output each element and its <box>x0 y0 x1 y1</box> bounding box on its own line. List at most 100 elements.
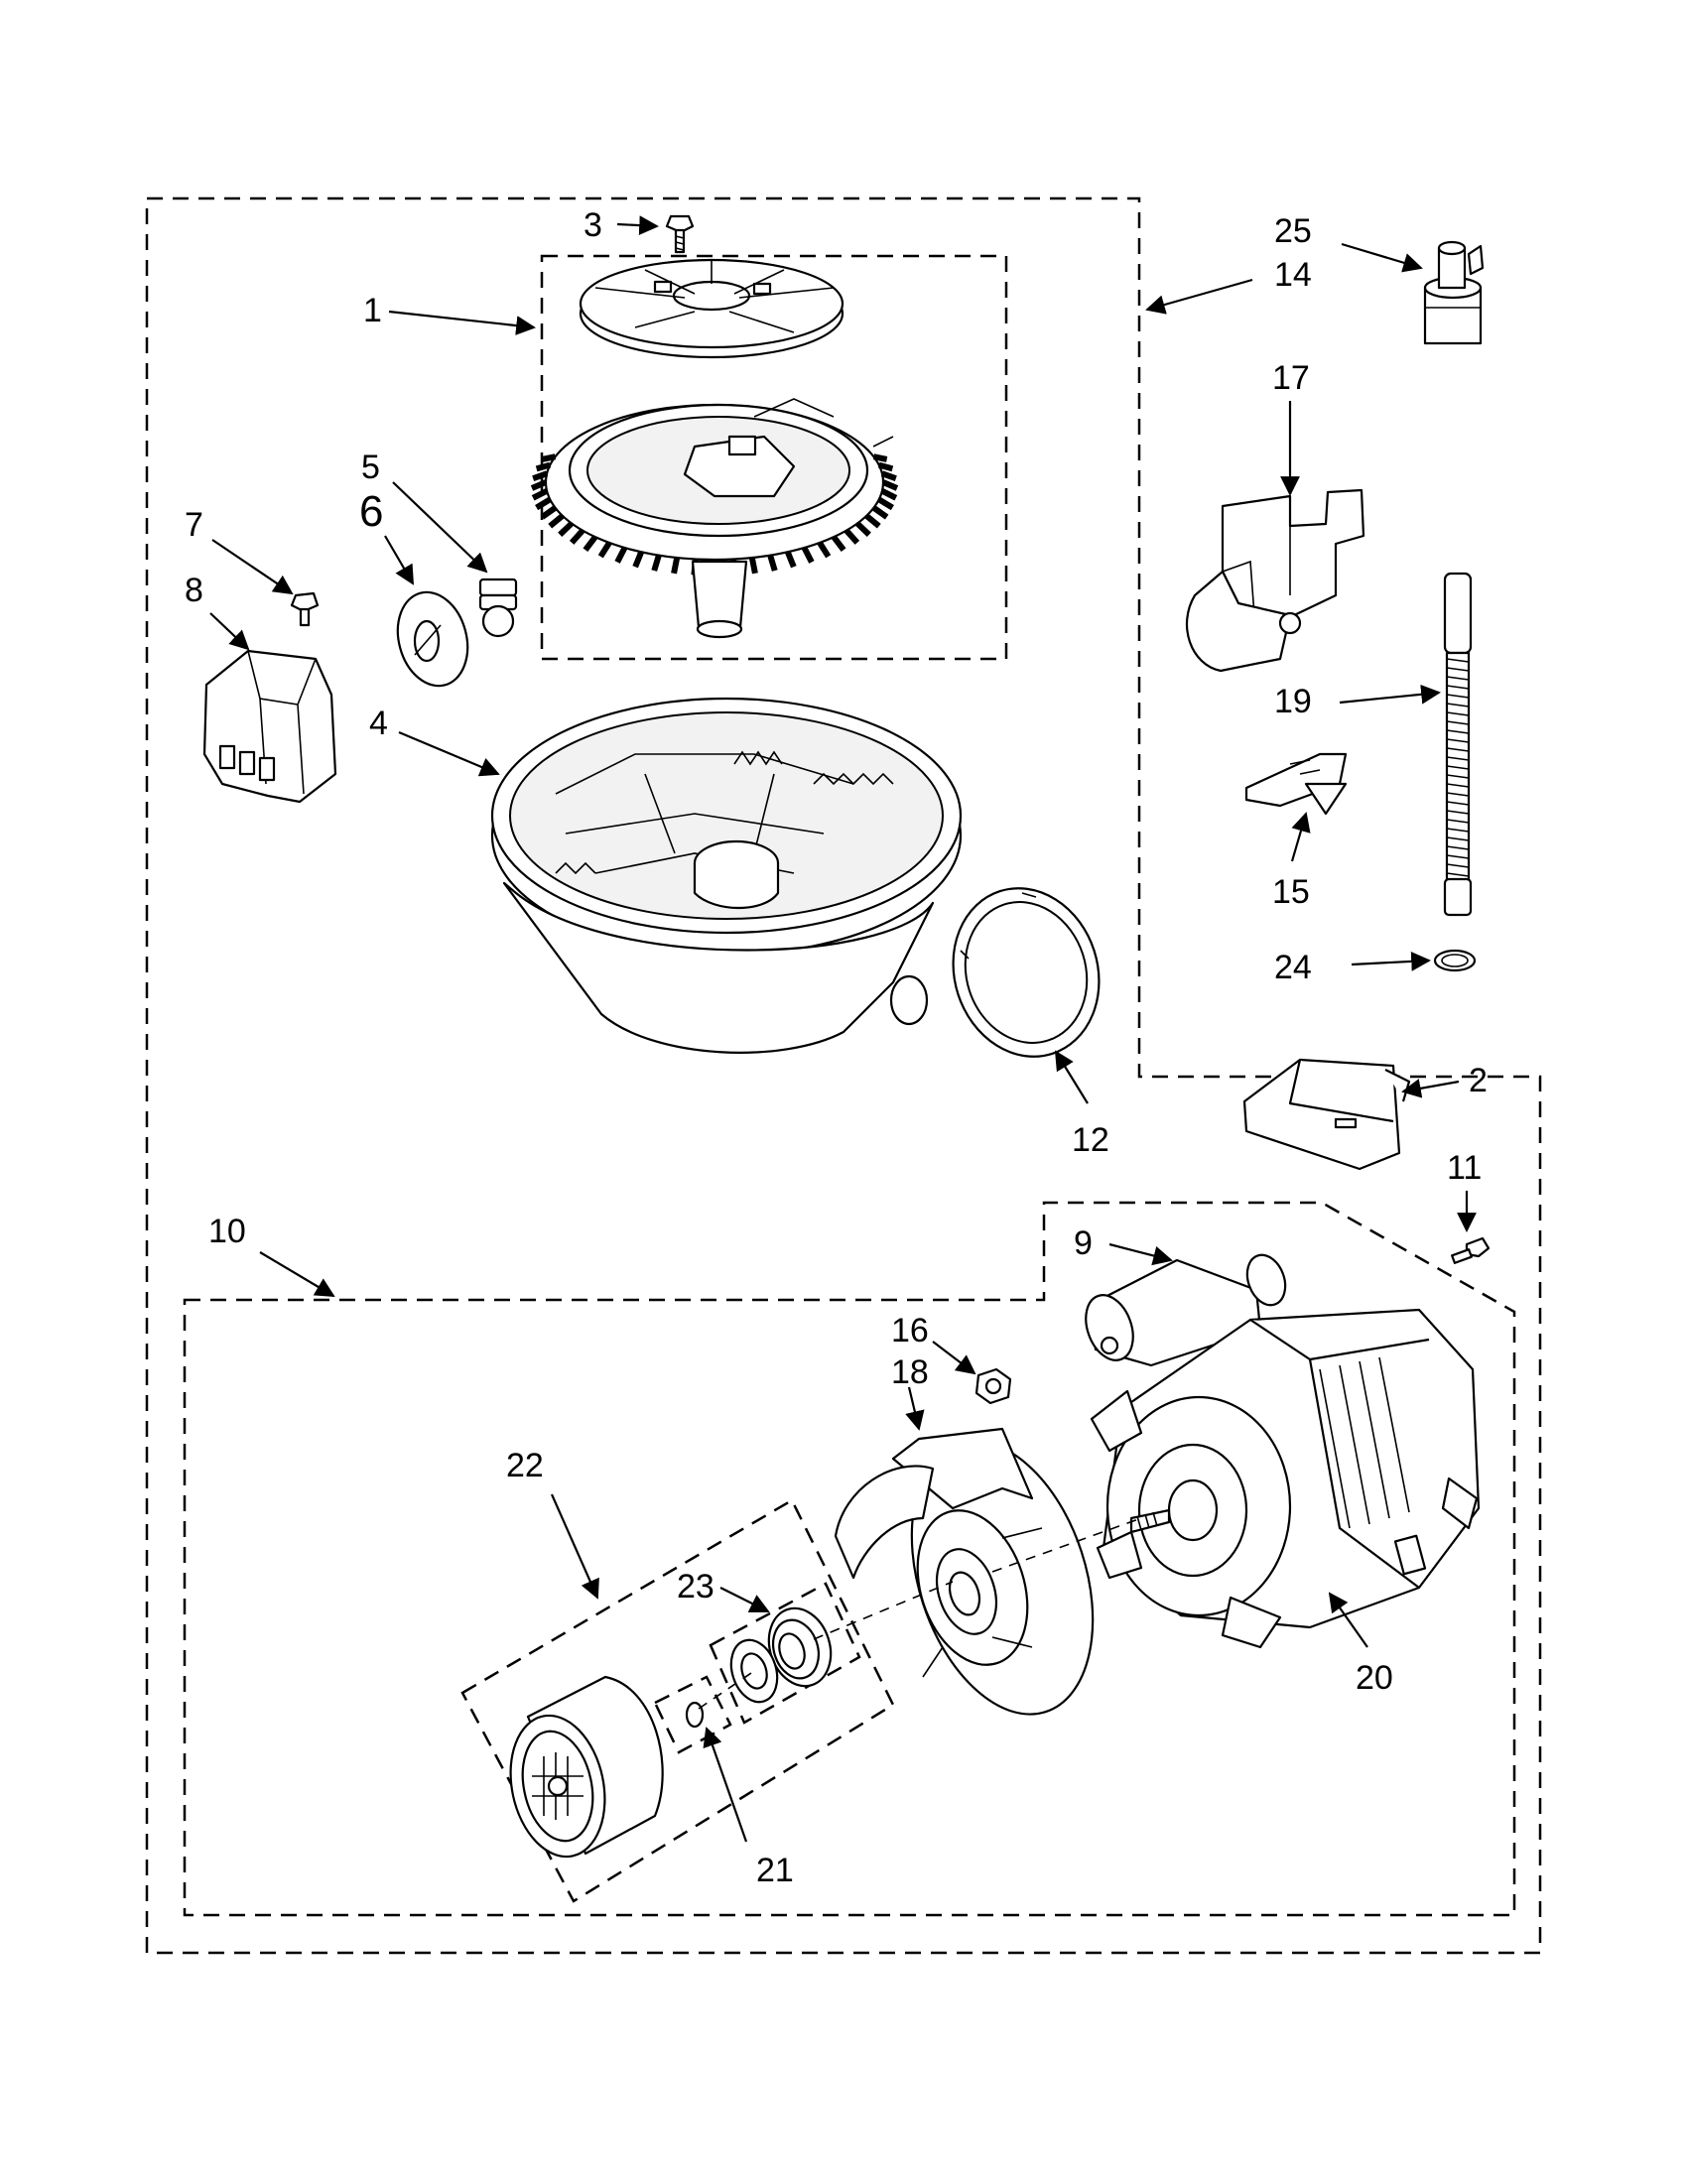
arrow-1 <box>388 310 536 335</box>
hose-rib <box>1446 756 1470 761</box>
arrow-8 <box>209 612 250 651</box>
part-24-clamp <box>1433 949 1477 972</box>
hose-rib <box>1446 667 1470 672</box>
arrow-5 <box>392 481 488 574</box>
housing-tooth <box>530 479 548 491</box>
hose-rib <box>1446 828 1470 833</box>
callout-2: 2 <box>1469 1062 1488 1099</box>
housing-tooth <box>532 470 549 481</box>
part-5-clip <box>478 578 518 638</box>
hose-rib <box>1446 676 1470 681</box>
hose-rib <box>1446 774 1470 779</box>
group-box-22 <box>460 1498 895 1903</box>
hose-rib <box>1446 801 1470 806</box>
callout-11: 11 <box>1447 1149 1482 1187</box>
housing-tooth <box>548 513 565 529</box>
housing-tooth <box>583 535 598 553</box>
housing-tooth <box>877 496 894 511</box>
part-8-bracket <box>202 649 337 804</box>
hose-rib <box>1446 711 1470 716</box>
hose-rib <box>1446 854 1470 859</box>
part-4-sump-housing <box>490 697 963 1054</box>
callout-17: 17 <box>1272 359 1310 397</box>
housing-tooth <box>540 505 558 520</box>
housing-tooth <box>831 535 846 553</box>
housing-tooth <box>880 488 898 501</box>
callout-23: 23 <box>677 1568 714 1606</box>
housing-tooth <box>880 470 897 481</box>
part-12-gasket-ring <box>952 887 1101 1058</box>
callout-8: 8 <box>185 572 203 609</box>
hose-rib <box>1446 685 1470 690</box>
hose-rib <box>1446 729 1470 734</box>
hose-rib <box>1446 783 1470 788</box>
housing-tooth <box>748 557 758 575</box>
hose-rib <box>1446 836 1470 841</box>
callout-16: 16 <box>891 1312 929 1349</box>
callout-labels: 3 1 25 14 17 5 6 7 8 4 19 15 24 12 2 11 … <box>185 206 1488 1889</box>
callout-15: 15 <box>1272 873 1310 911</box>
callout-3: 3 <box>584 206 602 244</box>
hose-rib <box>1446 703 1470 707</box>
part-18-pump-housing <box>834 1427 1095 1716</box>
part-21-washer <box>685 1701 705 1729</box>
hose-rib <box>1446 747 1470 752</box>
group-box-10 <box>183 1201 1516 1917</box>
housing-tooth <box>541 453 557 462</box>
part-20-motor <box>1085 1253 1481 1649</box>
housing-tooth <box>877 461 894 472</box>
hose-rib <box>1446 872 1470 877</box>
group-box-21 <box>653 1675 732 1754</box>
housing-tooth <box>535 461 552 472</box>
hose-rib <box>1446 792 1470 797</box>
housing-tooth <box>871 505 889 520</box>
callout-7: 7 <box>185 506 203 544</box>
hose-rib <box>1446 819 1470 824</box>
hose-rib <box>1446 765 1470 770</box>
callout-12: 12 <box>1072 1121 1109 1159</box>
housing-tooth <box>632 551 645 569</box>
housing-tooth <box>531 488 549 501</box>
group-box-23 <box>709 1582 861 1725</box>
arrow-4 <box>398 730 500 777</box>
part-11-screw <box>1451 1236 1491 1264</box>
arrow-22 <box>550 1493 599 1600</box>
arrow-14 <box>1145 278 1253 315</box>
housing-tooth <box>671 557 681 575</box>
arrow-20 <box>1328 1592 1368 1648</box>
callout-14: 14 <box>1274 256 1312 294</box>
callout-24: 24 <box>1274 949 1312 986</box>
hose-rib <box>1446 845 1470 850</box>
part-7-screw <box>290 591 320 627</box>
housing-tooth <box>535 496 552 511</box>
housing-tooth <box>597 541 612 559</box>
hose-rib <box>1446 694 1470 699</box>
housing-tooth <box>881 479 899 491</box>
callout-20: 20 <box>1356 1659 1393 1697</box>
pump-axis-line <box>698 1517 1142 1710</box>
hose-rib <box>1446 810 1470 815</box>
part-25-sensor <box>1423 240 1485 345</box>
housing-tooth <box>784 551 797 569</box>
parts <box>202 214 1491 1859</box>
part-15-latch <box>1244 752 1348 816</box>
outer-assembly-boundary <box>145 196 1542 1955</box>
callout-9: 9 <box>1074 1224 1093 1262</box>
hose-rib <box>1446 658 1470 663</box>
housing-tooth <box>817 541 832 559</box>
part-9-capacitor <box>1085 1253 1287 1367</box>
part-1-filter-cover <box>579 258 844 359</box>
callout-18: 18 <box>891 1353 929 1391</box>
part-16-nut <box>974 1367 1012 1405</box>
arrow-9 <box>1108 1242 1173 1266</box>
housing-tooth <box>569 528 585 545</box>
housing-tooth <box>854 521 871 537</box>
arrow-3 <box>616 215 659 235</box>
part-17-bracket <box>1185 488 1365 673</box>
callout-25: 25 <box>1274 212 1312 250</box>
callout-10: 10 <box>208 1213 246 1250</box>
part-19-hose <box>1443 572 1473 917</box>
housing-tooth <box>558 521 575 537</box>
arrow-6 <box>384 535 414 585</box>
